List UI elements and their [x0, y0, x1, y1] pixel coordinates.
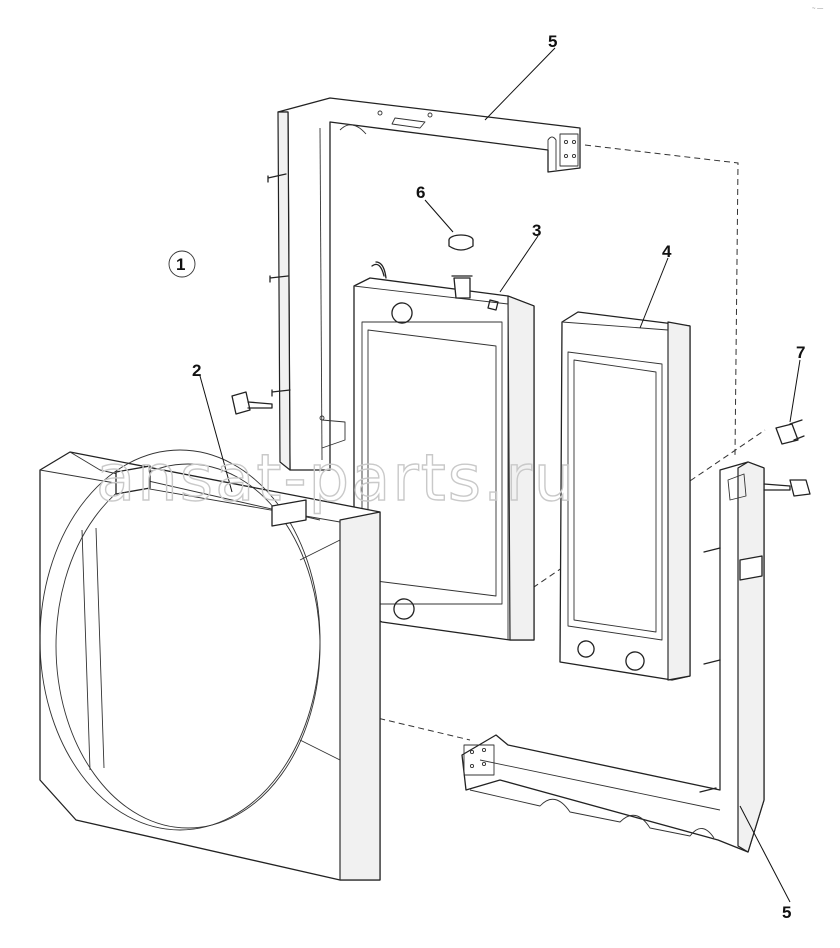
radiator-core [353, 261, 535, 641]
corner-mark: ~ — [812, 6, 823, 12]
drain-valve [775, 419, 805, 445]
callout-5-bottom: 5 [782, 903, 791, 922]
callout-2: 2 [192, 361, 201, 380]
bolt-right [763, 479, 811, 497]
callout-4: 4 [662, 242, 672, 261]
watermark-text: ansat-parts.ru [96, 442, 576, 516]
leader-lines [199, 47, 801, 903]
callout-1: 1 [176, 255, 185, 274]
bolt-left [231, 391, 273, 415]
upper-bracket [267, 97, 581, 471]
callout-labels: 1 2 3 4 5 5 6 7 [168, 32, 805, 922]
callout-3: 3 [532, 221, 541, 240]
callout-5-top: 5 [548, 32, 557, 51]
fan-shroud [39, 449, 381, 881]
filler-cap [448, 234, 474, 251]
oil-cooler [559, 311, 691, 681]
lower-bracket [461, 461, 765, 853]
callout-7: 7 [796, 343, 805, 362]
callout-circle-1 [168, 250, 196, 278]
callout-6: 6 [416, 183, 425, 202]
